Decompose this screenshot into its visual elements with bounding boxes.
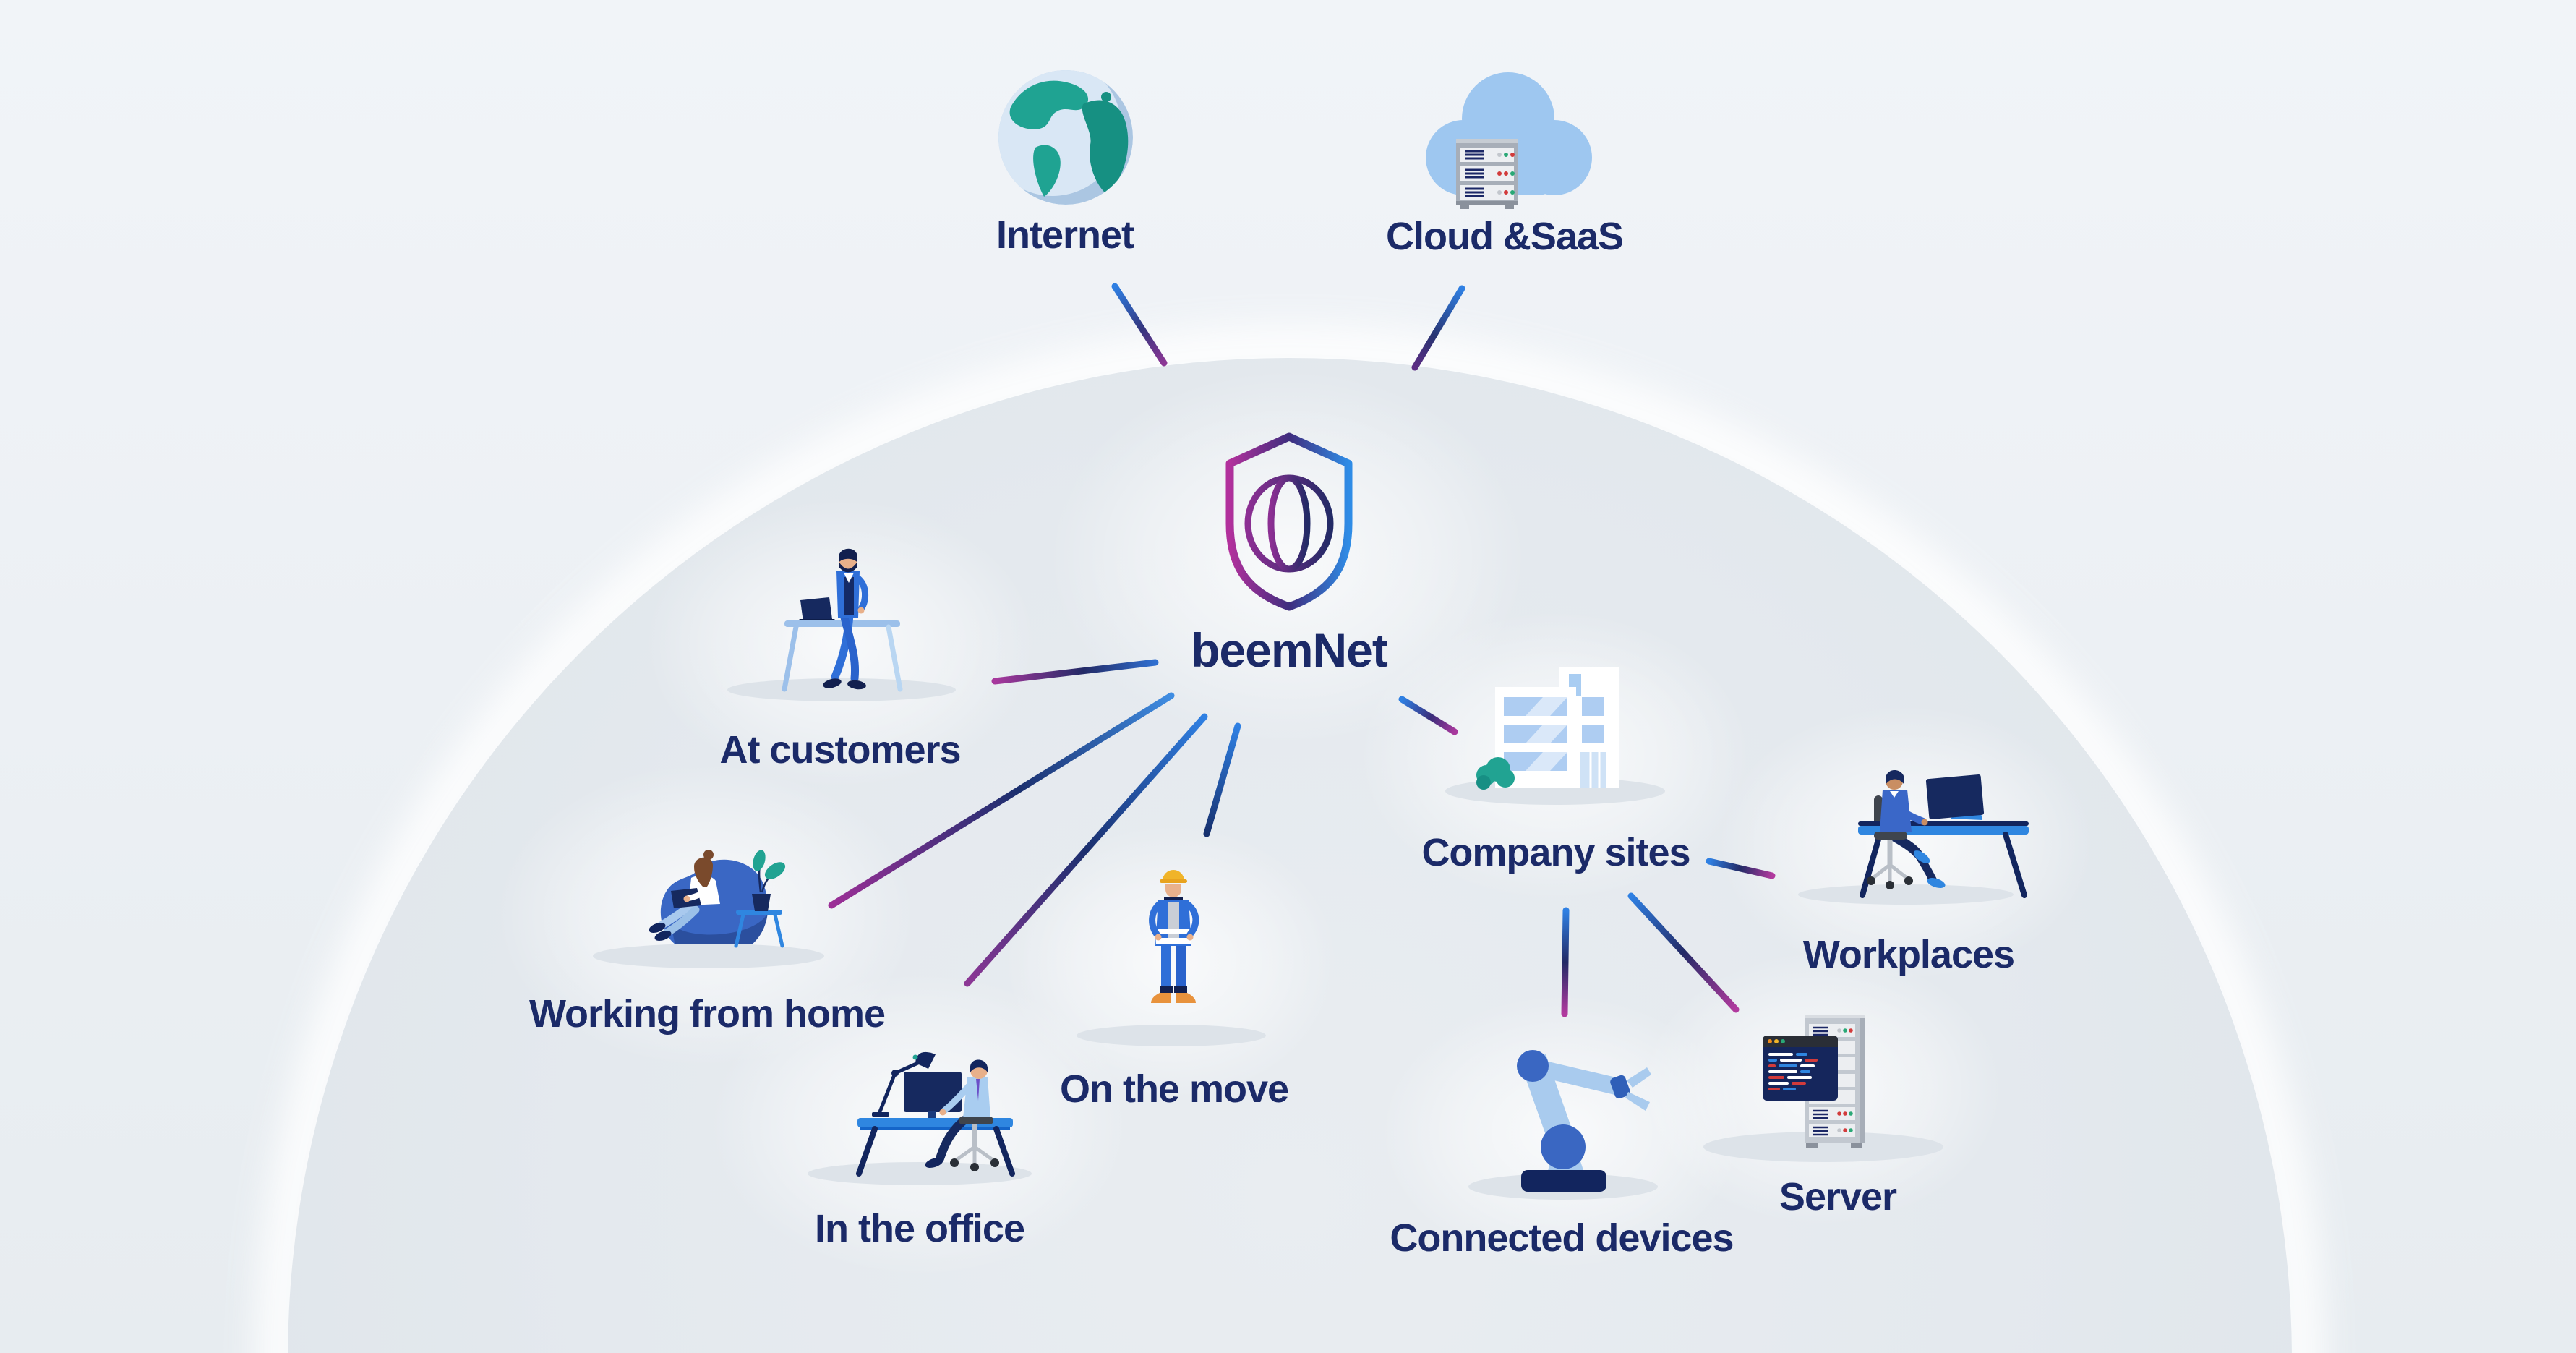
label-working-from-home: Working from home bbox=[529, 992, 885, 1036]
dome-halo bbox=[255, 325, 2324, 1353]
connector-hub-on-the-move bbox=[1203, 722, 1241, 837]
server-rack-icon bbox=[1763, 1015, 1865, 1148]
code-window-icon bbox=[1763, 1036, 1838, 1101]
robot-arm-icon bbox=[1517, 1050, 1651, 1192]
label-cloud-saas: Cloud &SaaS bbox=[1386, 215, 1623, 258]
shadow-at-customers bbox=[727, 678, 956, 701]
label-connected-devices: Connected devices bbox=[1390, 1216, 1733, 1260]
connector-hub-internet bbox=[1111, 283, 1168, 367]
working-from-home-figure bbox=[649, 850, 786, 948]
connector-company-server bbox=[1627, 892, 1740, 1013]
shadow-on-the-move bbox=[1077, 1025, 1266, 1046]
label-company-sites: Company sites bbox=[1421, 831, 1690, 874]
label-in-the-office: In the office bbox=[815, 1207, 1024, 1250]
internet-globe-icon bbox=[998, 70, 1133, 205]
label-beemnet: beemNet bbox=[1191, 623, 1388, 677]
connectors bbox=[828, 283, 1776, 1017]
workplaces-figure bbox=[1858, 769, 2029, 898]
shadow-server bbox=[1703, 1132, 1943, 1162]
on-the-move-figure bbox=[1149, 870, 1199, 1003]
connector-company-workplaces bbox=[1706, 858, 1776, 879]
at-customers-figure bbox=[782, 548, 903, 692]
connector-hub-at-customers bbox=[991, 659, 1159, 685]
shadow-working-from-home bbox=[593, 944, 824, 968]
connector-hub-company-sites bbox=[1398, 696, 1458, 735]
label-at-customers: At customers bbox=[719, 728, 960, 772]
company-sites-building-icon bbox=[1476, 667, 1619, 790]
label-workplaces: Workplaces bbox=[1803, 933, 2014, 976]
connector-company-connected-devices bbox=[1561, 907, 1570, 1017]
bush-icon bbox=[1476, 757, 1515, 790]
connector-hub-working-from-home bbox=[828, 692, 1175, 909]
label-internet: Internet bbox=[996, 213, 1134, 257]
cloud-server-rack bbox=[1456, 139, 1518, 209]
label-on-the-move: On the move bbox=[1060, 1067, 1288, 1111]
in-the-office-figure bbox=[856, 1051, 1015, 1177]
connector-hub-in-the-office bbox=[964, 713, 1208, 987]
connector-hub-cloud-saas bbox=[1411, 285, 1465, 371]
cloud-saas-icon bbox=[1426, 72, 1592, 209]
label-server: Server bbox=[1779, 1175, 1897, 1218]
shadow-workplaces bbox=[1798, 884, 2014, 905]
beemnet-shield-icon bbox=[1225, 432, 1353, 611]
